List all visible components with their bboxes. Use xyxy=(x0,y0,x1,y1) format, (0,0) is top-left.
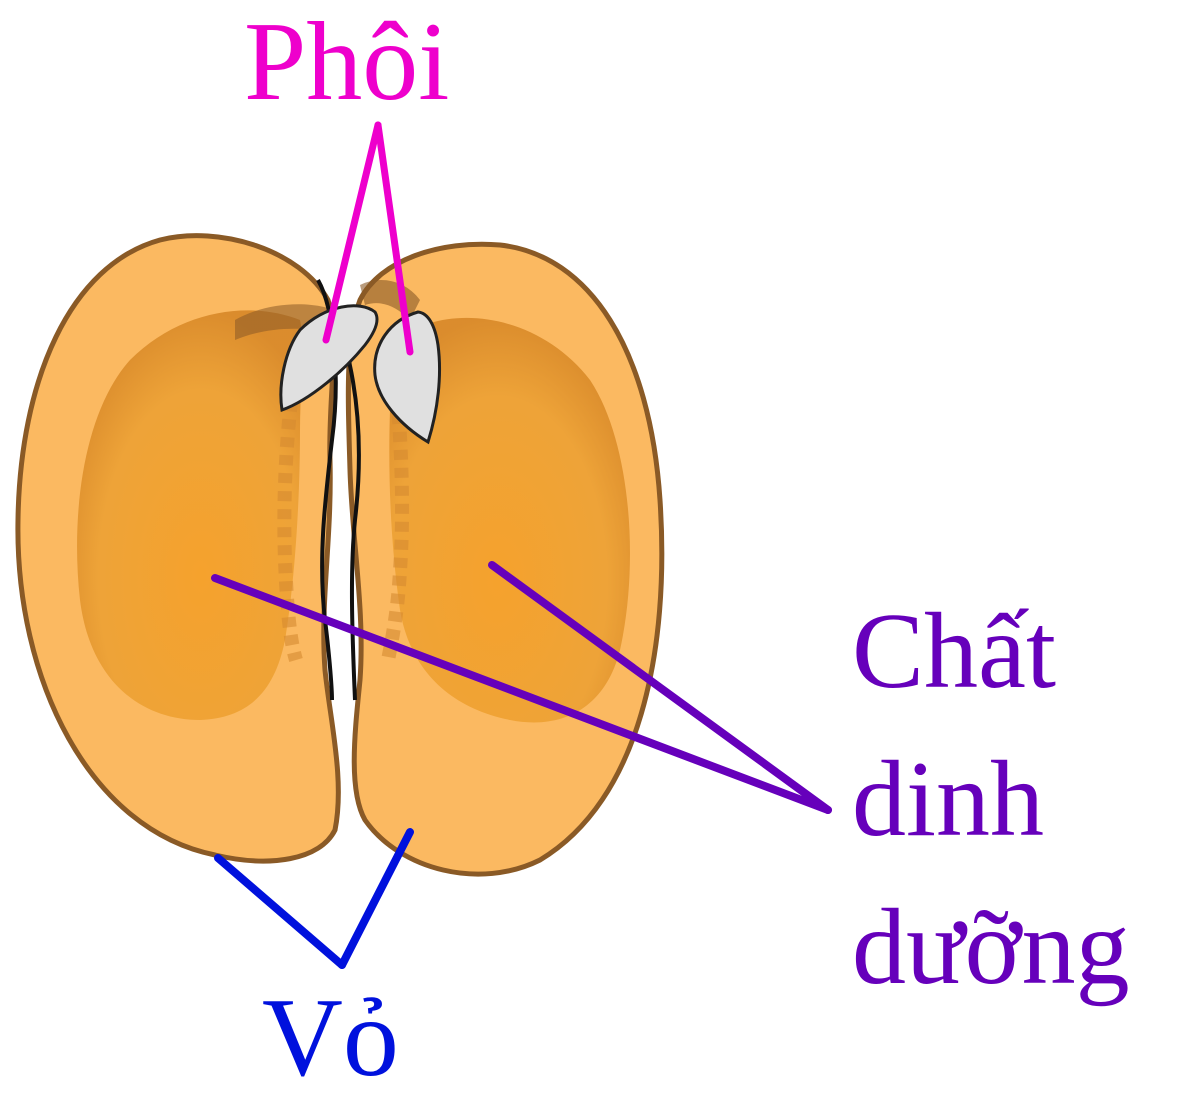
food-store-label-line-2: dinh xyxy=(852,726,1130,874)
food-store-label: Chất dinh dưỡng xyxy=(852,578,1130,1022)
shell-leader-right xyxy=(342,832,410,965)
left-cotyledon xyxy=(18,236,338,861)
embryo-label: Phôi xyxy=(244,6,449,118)
food-store-label-line-3: dưỡng xyxy=(852,874,1130,1022)
shell-label: Vỏ xyxy=(262,982,399,1094)
food-store-label-line-1: Chất xyxy=(852,578,1130,726)
shell-leader-left xyxy=(218,858,342,965)
